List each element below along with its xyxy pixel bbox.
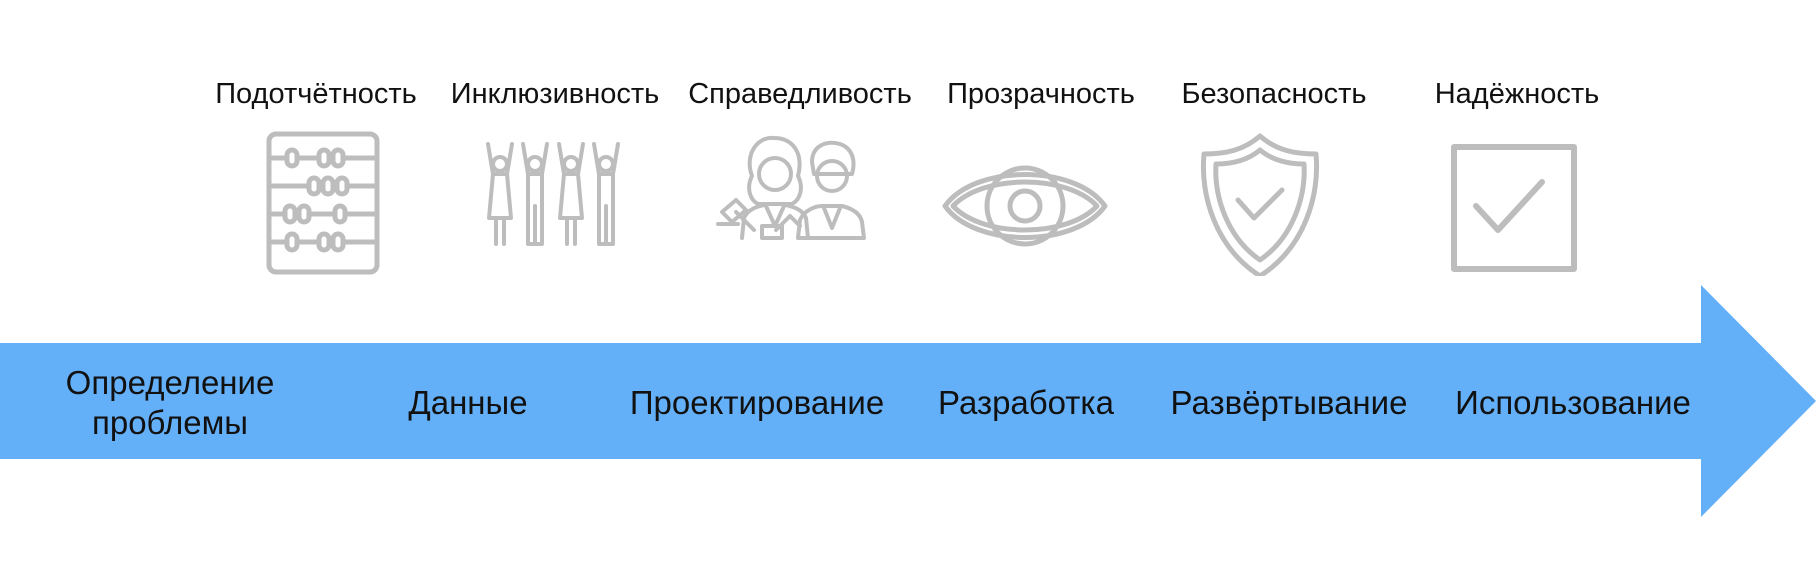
stage-label-design: Проектирование bbox=[629, 384, 885, 421]
shield-check-icon bbox=[1170, 126, 1350, 276]
process-arrow bbox=[0, 285, 1816, 517]
principle-label-transparency: Прозрачность bbox=[947, 78, 1135, 110]
principle-label-safety: Безопасность bbox=[1181, 78, 1367, 110]
people-raising-hands-icon bbox=[462, 126, 642, 276]
principle-label-inclusiveness: Инклюзивность bbox=[450, 78, 660, 110]
stage-label-usage: Использование bbox=[1455, 384, 1691, 421]
stage-label-development: Разработка bbox=[938, 384, 1114, 421]
stage-label-data: Данные bbox=[408, 384, 528, 421]
checkbox-checked-icon bbox=[1424, 126, 1604, 276]
stage-label-deployment: Развёртывание bbox=[1170, 384, 1408, 421]
principle-label-reliability: Надёжность bbox=[1434, 78, 1600, 110]
principle-label-accountability: Подотчётность bbox=[215, 78, 417, 110]
abacus-icon bbox=[219, 126, 399, 276]
eye-icon bbox=[935, 126, 1115, 276]
principle-label-fairness: Справедливость bbox=[688, 78, 912, 110]
judge-and-defendant-icon bbox=[702, 126, 882, 276]
stage-label-problem-definition: Определение проблемы bbox=[65, 364, 275, 441]
